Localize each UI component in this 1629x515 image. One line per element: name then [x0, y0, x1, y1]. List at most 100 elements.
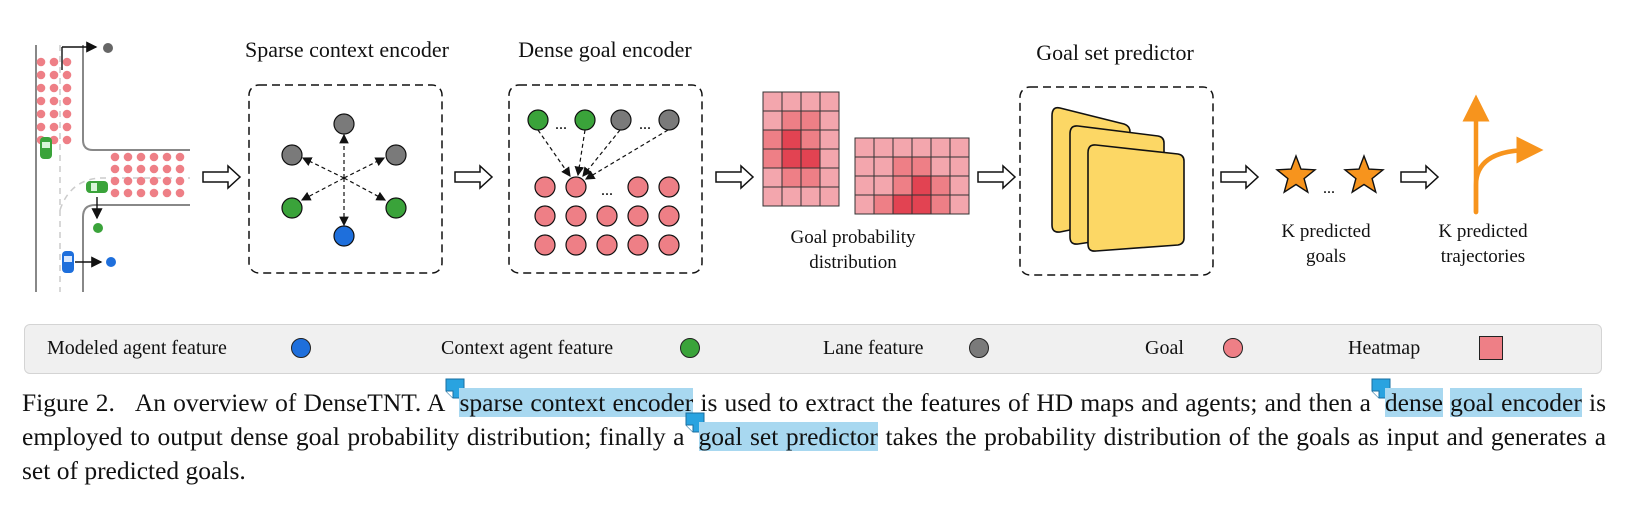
heatmap-cell — [873, 156, 894, 177]
lane-node — [658, 109, 680, 131]
heatmap-cell — [781, 148, 802, 169]
goal-node — [627, 205, 649, 227]
overview-diagram: Sparse context encoder Dense goal encode… — [35, 37, 1544, 292]
lane-point — [175, 188, 185, 198]
heatmap-cell — [873, 137, 894, 158]
heatmap-probability-1 — [762, 91, 840, 207]
goal-node — [658, 205, 680, 227]
legend-heatmap-label: Heatmap — [1348, 337, 1421, 359]
heatmap-cell — [819, 148, 840, 169]
heatmap-cell — [762, 148, 783, 169]
heatmap-cell — [781, 91, 802, 112]
lane-point — [62, 96, 72, 106]
sparse-encoder-box — [248, 84, 443, 274]
heatmap-cell — [819, 110, 840, 131]
highlight-dense-encoder-b[interactable]: goal encoder — [1450, 388, 1582, 417]
predictor-title: Goal set predictor — [1036, 40, 1194, 65]
goal-node — [627, 234, 649, 256]
lane-point — [149, 152, 159, 162]
lane-node — [333, 113, 355, 135]
heatmap-cell — [949, 175, 970, 196]
lane-node — [281, 144, 303, 166]
goal-star — [1275, 154, 1317, 194]
goal-node — [596, 234, 618, 256]
context-node — [385, 197, 407, 219]
legend-context-icon — [680, 338, 700, 358]
heatmap-cell — [819, 186, 840, 207]
highlight-goal-set-predictor[interactable]: goal set predictor — [698, 422, 878, 451]
predicted-trajectories — [1462, 94, 1544, 215]
lane-point — [49, 122, 59, 132]
heatmap-cell — [781, 186, 802, 207]
prob-label-2: distribution — [809, 252, 897, 273]
heatmap-cell — [781, 110, 802, 131]
context-node — [527, 109, 549, 131]
predictor-box — [1019, 86, 1214, 276]
legend-agent-label: Modeled agent feature — [47, 337, 227, 359]
lane-node — [385, 144, 407, 166]
lane-point — [36, 96, 46, 106]
goal-node — [596, 205, 618, 227]
goal-node — [565, 205, 587, 227]
lane-point — [149, 188, 159, 198]
heatmap-cell — [873, 194, 894, 215]
legend-context-label: Context agent feature — [441, 337, 614, 359]
heatmap-cell — [911, 175, 932, 196]
heatmap-probability-2 — [854, 137, 970, 215]
lane-node — [610, 109, 632, 131]
lane-point — [136, 176, 146, 186]
lane-point — [49, 70, 59, 80]
legend-goal-label: Goal — [1145, 337, 1184, 359]
heatmap-cell — [800, 148, 821, 169]
heatmap-cell — [892, 137, 913, 158]
lane-point — [136, 152, 146, 162]
lane-point — [123, 152, 133, 162]
heatmap-cell — [854, 175, 875, 196]
highlight-dense-encoder-a[interactable]: dense — [1384, 388, 1443, 417]
goals-label-1: K predicted — [1281, 221, 1371, 242]
heatmap-cell — [911, 156, 932, 177]
heatmap-cell — [854, 194, 875, 215]
lane-point — [36, 83, 46, 93]
lane-point — [62, 70, 72, 80]
lane-point — [49, 83, 59, 93]
heatmap-cell — [762, 186, 783, 207]
agent-node — [333, 225, 355, 247]
heatmap-cell — [800, 91, 821, 112]
legend-heatmap-icon — [1479, 336, 1503, 360]
heatmap-cell — [819, 129, 840, 150]
lane-point — [110, 152, 120, 162]
heatmap-cell — [854, 137, 875, 158]
highlight-sparse-encoder[interactable]: sparse context encoder — [459, 388, 694, 417]
lane-point — [36, 57, 46, 67]
goal-node — [565, 234, 587, 256]
heatmap-cell — [949, 137, 970, 158]
car-blue — [62, 251, 74, 273]
lane-point — [49, 96, 59, 106]
svg-text:...: ... — [555, 116, 567, 133]
goal-candidates — [534, 176, 680, 256]
lane-point — [110, 188, 120, 198]
heatmap-cell — [762, 110, 783, 131]
goal-star — [1343, 154, 1385, 194]
dense-encoder-title: Dense goal encoder — [518, 37, 692, 62]
lane-point — [162, 164, 172, 174]
heatmap-cell — [762, 167, 783, 188]
lane-point — [175, 164, 185, 174]
svg-text:...: ... — [1323, 180, 1335, 197]
goals-label-2: goals — [1306, 246, 1346, 267]
lane-point — [36, 122, 46, 132]
goal-node — [658, 176, 680, 198]
heatmap-cell — [781, 167, 802, 188]
heatmap-cell — [854, 156, 875, 177]
heatmap-cell — [762, 129, 783, 150]
heatmap-cell — [930, 156, 951, 177]
lane-point — [123, 176, 133, 186]
lane-point — [49, 57, 59, 67]
svg-text:...: ... — [639, 116, 651, 133]
heatmap-cell — [892, 175, 913, 196]
lane-point — [62, 122, 72, 132]
svg-text:...: ... — [601, 182, 613, 199]
heatmap-cell — [892, 194, 913, 215]
context-node — [281, 197, 303, 219]
